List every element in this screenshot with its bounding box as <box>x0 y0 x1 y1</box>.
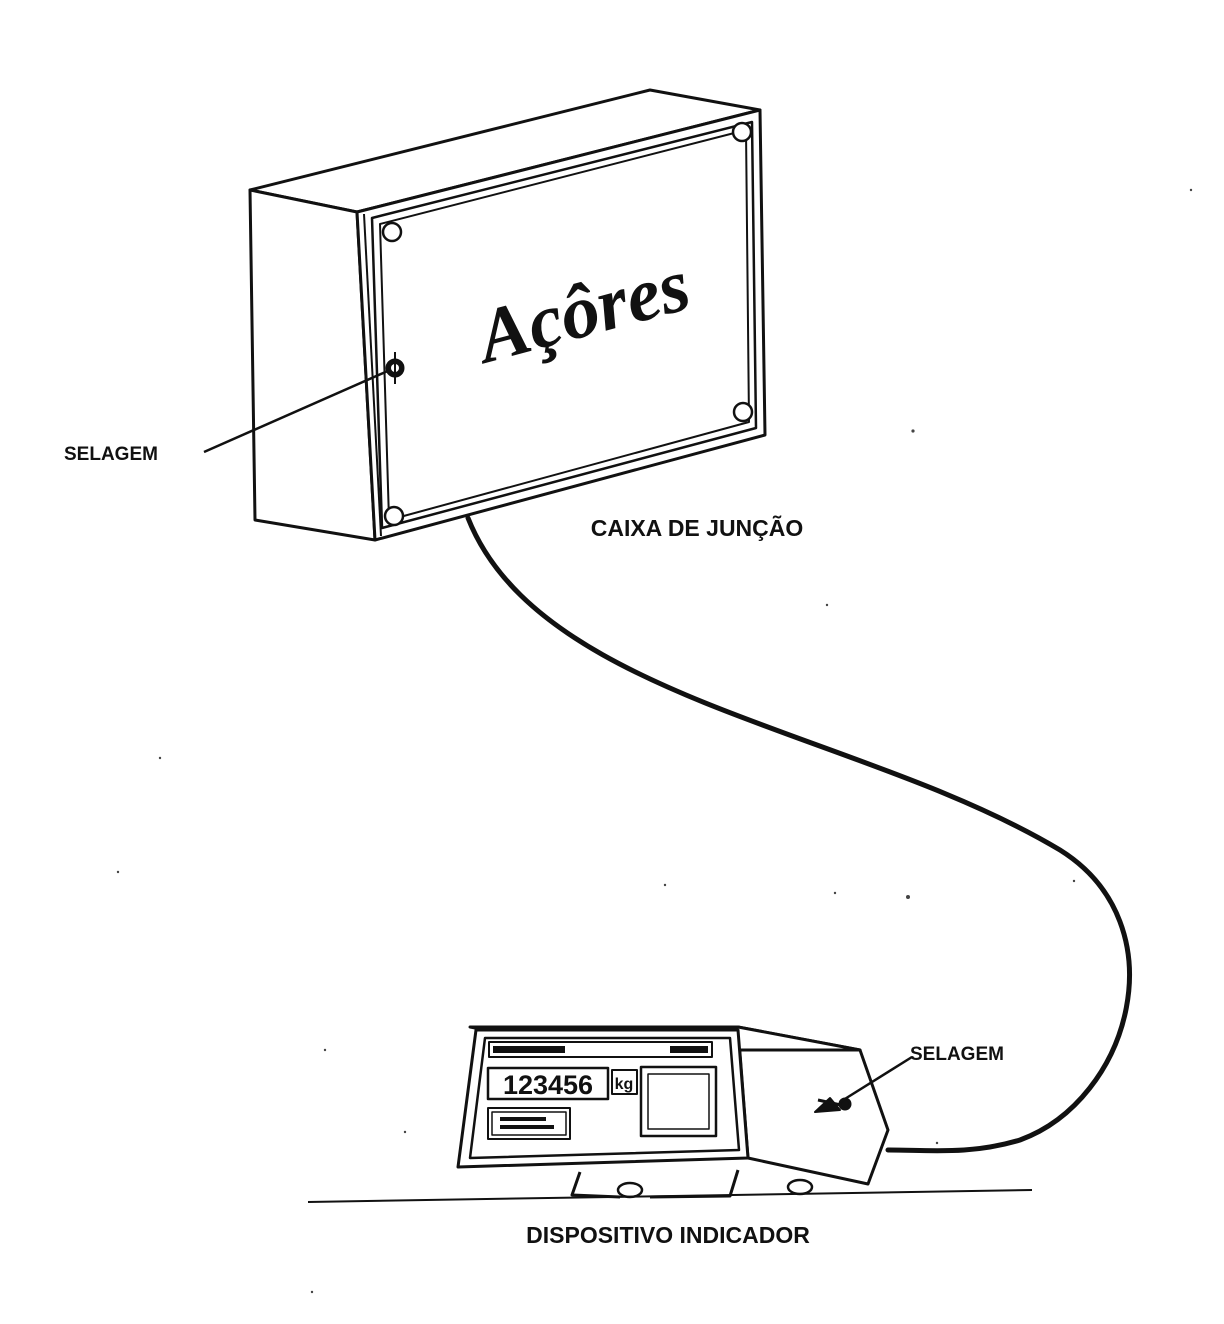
seal-left-leader <box>203 368 391 454</box>
junction-box-front-face <box>355 108 767 542</box>
screw-top-right <box>731 121 753 143</box>
indicator-info-plate <box>487 1107 571 1140</box>
indicator-device <box>456 1025 890 1199</box>
indicator-unit: kg <box>615 1076 634 1093</box>
scan-specks <box>116 188 1193 1294</box>
screw-bottom-right <box>732 401 754 423</box>
indicator-foot-left <box>616 1181 644 1199</box>
indicator-header-strip <box>488 1041 713 1058</box>
indicator-keypad-window <box>639 1065 718 1138</box>
seal-right-leader <box>839 1055 913 1104</box>
junction-box-seal-icon <box>385 352 405 384</box>
indicator-header-text-b <box>670 1046 708 1053</box>
indicator-stand <box>570 1169 740 1199</box>
junction-box-side-face <box>248 188 377 542</box>
floor-line <box>307 1189 1033 1203</box>
indicator-display-value: 123456 <box>503 1070 593 1100</box>
seal-right-label: SELAGEM <box>910 1044 1004 1065</box>
indicator-display-frame <box>486 1066 610 1101</box>
indicator-seal-icon <box>814 1097 852 1113</box>
junction-box-label: CAIXA DE JUNÇÃO <box>591 514 804 541</box>
indicator-unit-frame <box>611 1069 638 1095</box>
indicator-foot-right <box>786 1178 814 1196</box>
indicator-bezel <box>468 1036 741 1160</box>
junction-box-lid-frame <box>370 120 758 530</box>
indicator-header-text-a <box>493 1046 565 1053</box>
screw-top-left <box>381 221 403 243</box>
junction-box-lid-inner <box>379 129 750 521</box>
indicator-label: DISPOSITIVO INDICADOR <box>526 1222 810 1248</box>
junction-box <box>248 88 767 542</box>
connecting-cable <box>465 515 1132 1154</box>
screw-bottom-left <box>383 505 405 527</box>
seal-left-label: SELAGEM <box>64 444 158 465</box>
